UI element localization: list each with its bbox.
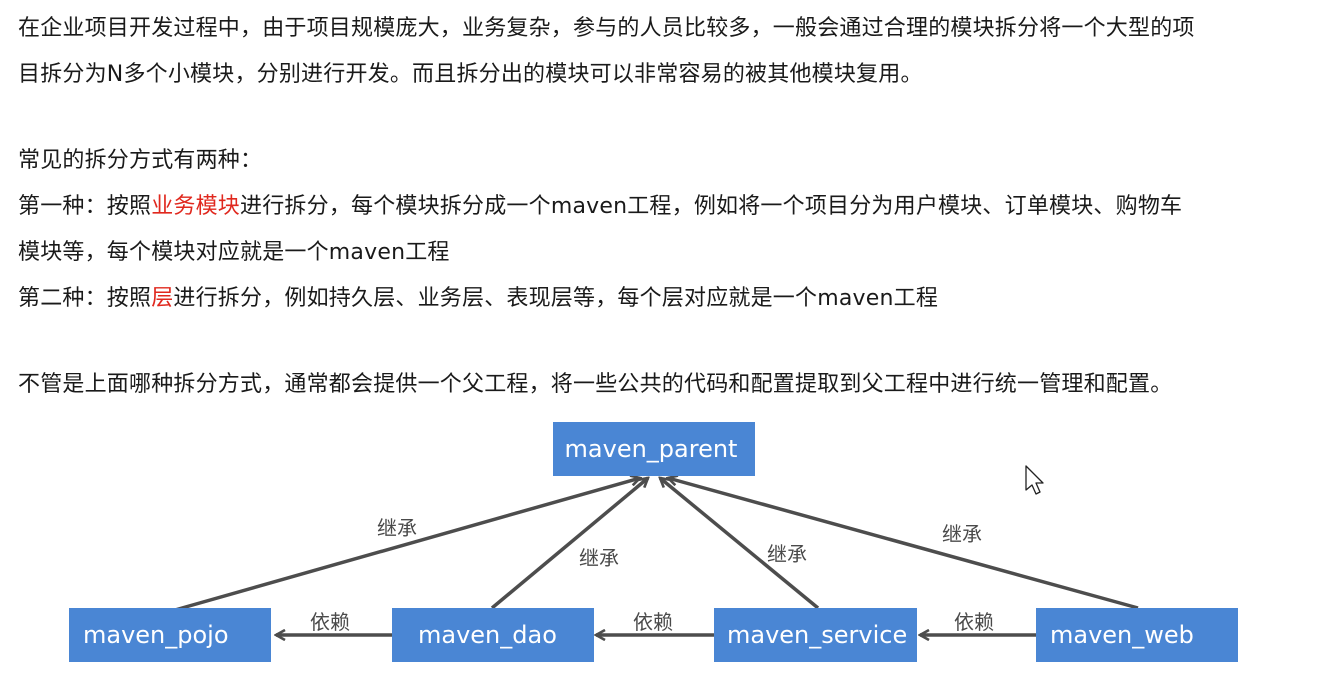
summary-paragraph: 不管是上面哪种拆分方式，通常都会提供一个父工程，将一些公共的代码和配置提取到父工… [18,362,1336,408]
intro-line-1: 在企业项目开发过程中，由于项目规模庞大，业务复杂，参与的人员比较多，一般会通过合… [18,16,1195,41]
methods-heading: 常见的拆分方式有两种： [18,148,263,173]
edge-label-depend-dao: 依赖 [310,610,350,634]
intro-paragraph: 在企业项目开发过程中，由于项目规模庞大，业务复杂，参与的人员比较多，一般会通过合… [18,6,1336,98]
edge-label-inherit-pojo: 继承 [377,516,417,540]
node-maven-dao: maven_dao [392,608,594,662]
inherit-arrow-web [668,478,1139,610]
node-label-pojo: maven_pojo [83,621,229,649]
split-methods: 常见的拆分方式有两种： 第一种：按照业务模块进行拆分，每个模块拆分成一个mave… [18,138,1336,322]
inherit-arrow-pojo [174,478,640,612]
method-first-line-2: 模块等，每个模块对应就是一个maven工程 [18,240,450,265]
edge-label-depend-web: 依赖 [954,610,994,634]
node-label-dao: maven_dao [418,621,557,649]
method-first-highlight: 业务模块 [151,194,241,219]
node-maven-web: maven_web [1036,608,1238,662]
node-label-parent: maven_parent [565,435,738,463]
edge-label-inherit-web: 继承 [942,522,982,546]
method-first-line-1: 第一种：按照业务模块进行拆分，每个模块拆分成一个maven工程，例如将一个项目分… [18,184,1336,230]
intro-line-2: 目拆分为N多个小模块，分别进行开发。而且拆分出的模块可以非常容易的被其他模块复用… [18,62,923,87]
mouse-cursor-icon [1025,465,1044,495]
inherit-arrow-dao [490,478,648,610]
node-maven-service: maven_service [714,608,917,662]
method-first-suffix: 进行拆分，每个模块拆分成一个maven工程，例如将一个项目分为用户模块、订单模块… [240,194,1183,219]
edge-label-inherit-dao: 继承 [579,546,619,570]
node-maven-parent: maven_parent [553,422,755,476]
inherit-arrow-service [660,478,820,610]
summary-line: 不管是上面哪种拆分方式，通常都会提供一个父工程，将一些公共的代码和配置提取到父工… [18,372,1173,397]
method-second-prefix: 第二种：按照 [18,286,152,311]
edge-label-inherit-service: 继承 [767,542,807,566]
method-second-highlight: 层 [151,286,174,311]
method-second-suffix: 进行拆分，例如持久层、业务层、表现层等，每个层对应就是一个maven工程 [173,286,939,311]
edge-label-depend-service: 依赖 [633,610,673,634]
method-second: 第二种：按照层进行拆分，例如持久层、业务层、表现层等，每个层对应就是一个mave… [18,276,1336,322]
node-label-web: maven_web [1050,621,1194,649]
node-maven-pojo: maven_pojo [69,608,271,662]
node-label-service: maven_service [727,621,907,649]
method-first-prefix: 第一种：按照 [18,194,152,219]
